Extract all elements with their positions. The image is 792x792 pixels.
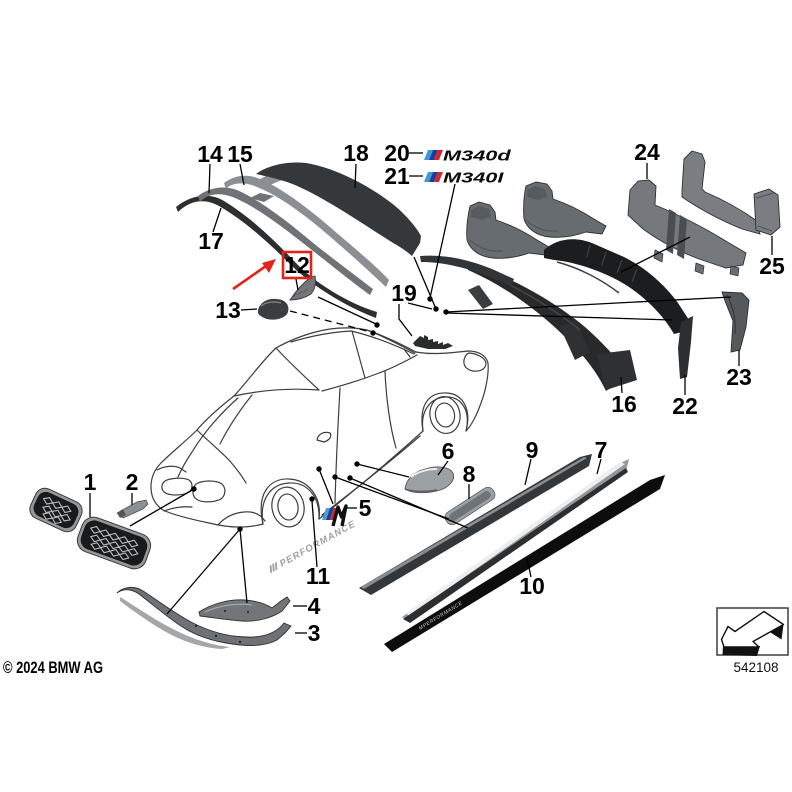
svg-text:13: 13 [215,297,241,323]
svg-text:542108: 542108 [733,660,778,675]
svg-text:20: 20 [384,140,410,166]
svg-text:24: 24 [634,139,660,165]
svg-text:21: 21 [384,163,410,189]
svg-text:3: 3 [308,620,321,646]
svg-text:18: 18 [343,140,369,166]
svg-text:8: 8 [463,461,476,487]
svg-text:14: 14 [197,141,223,167]
svg-text:2: 2 [126,469,139,495]
svg-text:17: 17 [198,228,224,254]
svg-text:25: 25 [759,253,785,279]
svg-text:4: 4 [308,593,321,619]
svg-text:7: 7 [595,437,608,463]
svg-text:6: 6 [442,438,455,464]
svg-text:M340d: M340d [443,147,511,163]
svg-text:9: 9 [526,437,539,463]
svg-text:23: 23 [726,364,752,390]
svg-text:19: 19 [391,280,417,306]
svg-text:1: 1 [84,469,97,495]
svg-text:5: 5 [359,495,372,521]
svg-text:12: 12 [284,252,310,278]
svg-text:15: 15 [227,141,253,167]
svg-text:16: 16 [611,391,637,417]
svg-text:M340I: M340I [443,169,504,185]
svg-text:11: 11 [306,563,331,589]
svg-text:22: 22 [672,393,698,419]
svg-text:10: 10 [519,573,545,599]
svg-text:© 2024 BMW AG: © 2024 BMW AG [3,658,103,677]
